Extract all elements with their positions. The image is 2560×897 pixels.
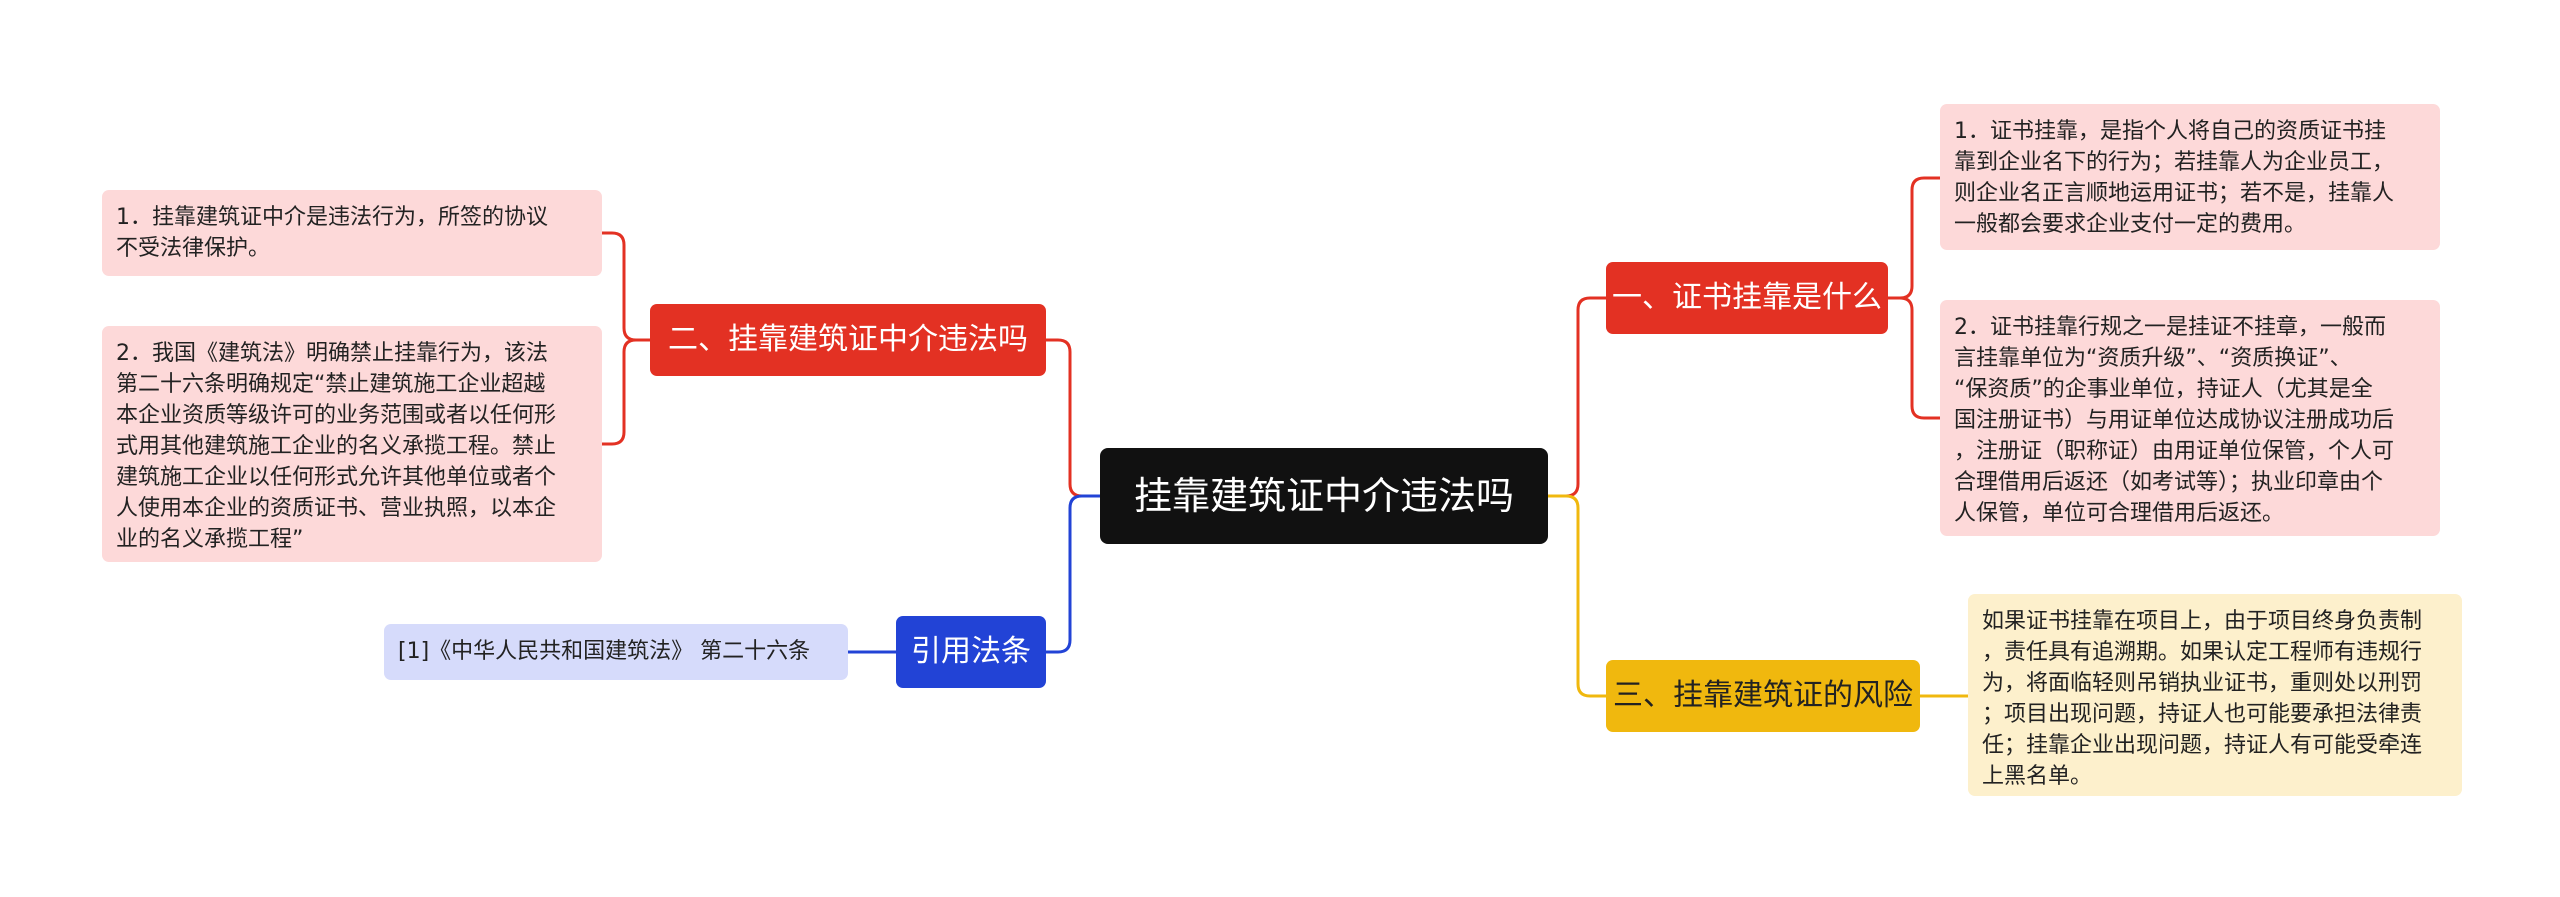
branch-is-agency-illegal[interactable]: 二、挂靠建筑证中介违法吗: [650, 304, 1046, 376]
link-root-what: [1548, 296, 1606, 498]
root-topic[interactable]: 挂靠建筑证中介违法吗: [1100, 448, 1548, 544]
leaf-illegal-item-2[interactable]: 2．我国《建筑法》明确禁止挂靠行为，该法 第二十六条明确规定“禁止建筑施工企业超…: [102, 326, 602, 562]
branch-cited-law[interactable]: 引用法条: [896, 616, 1046, 688]
leaf-illegal-item-1[interactable]: 1．挂靠建筑证中介是违法行为，所签的协议 不受法律保护。: [102, 190, 602, 276]
leaf-risk-item-1[interactable]: 如果证书挂靠在项目上，由于项目终身负责制 ，责任具有追溯期。如果认定工程师有违规…: [1968, 594, 2462, 796]
link-root-illegal: [1046, 338, 1100, 498]
leaf-what-item-2[interactable]: 2．证书挂靠行规之一是挂证不挂章，一般而 言挂靠单位为“资质升级”、“资质换证”…: [1940, 300, 2440, 536]
branch-what-is-certificate-affiliation[interactable]: 一、证书挂靠是什么: [1606, 262, 1888, 334]
link-what-item-1: [1888, 176, 1940, 300]
leaf-what-item-1[interactable]: 1．证书挂靠，是指个人将自己的资质证书挂 靠到企业名下的行为；若挂靠人为企业员工…: [1940, 104, 2440, 250]
leaf-law-item-1[interactable]: [1]《中华人民共和国建筑法》 第二十六条: [384, 624, 848, 680]
link-root-risk: [1548, 494, 1606, 698]
link-root-law: [1046, 494, 1100, 654]
link-what-item-2: [1888, 296, 1940, 420]
branch-risk[interactable]: 三、挂靠建筑证的风险: [1606, 660, 1920, 732]
link-illegal-item-1: [602, 231, 650, 342]
link-illegal-item-2: [602, 338, 650, 446]
